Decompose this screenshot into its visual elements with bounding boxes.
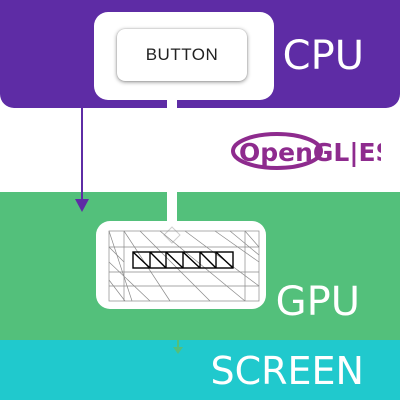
opengl-logo-swoosh <box>231 132 323 170</box>
screen-label: SCREEN <box>210 349 364 393</box>
opengl-es-logo: OpenGL|ES <box>231 132 381 170</box>
button-triangle-strip <box>132 251 234 269</box>
opengl-logo-text: OpenGL|ES <box>239 138 381 167</box>
triangle-mesh <box>108 230 260 302</box>
screen-band <box>0 340 400 400</box>
button-view: BUTTON <box>117 29 247 81</box>
gpu-to-screen-arrowhead <box>173 347 183 354</box>
cpu-label: CPU <box>282 33 364 79</box>
cpu-to-gpu-arrowhead <box>75 199 89 212</box>
gpu-label: GPU <box>275 279 360 325</box>
